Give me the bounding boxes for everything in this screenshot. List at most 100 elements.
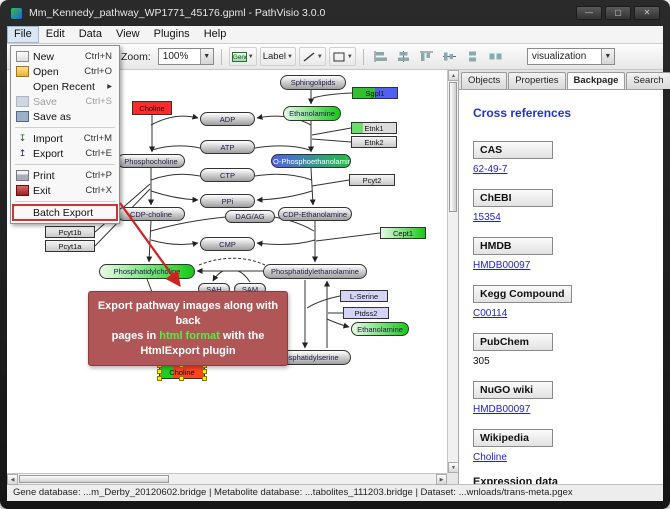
- zoom-combobox[interactable]: 100% ▼: [157, 48, 214, 65]
- pathway-node-adp[interactable]: ADP: [200, 112, 255, 126]
- selection-handle[interactable]: [202, 376, 207, 381]
- datanode-tool-button[interactable]: Gene ▼: [228, 47, 257, 66]
- menu-item-shortcut: Ctrl+N: [84, 51, 112, 62]
- node-label: Sgpl1: [365, 88, 385, 98]
- pathway-node-phosphocholine[interactable]: Phosphocholine: [117, 154, 185, 168]
- pathway-node-sphingolipids[interactable]: Sphingolipids: [280, 75, 346, 90]
- canvas-vertical-scrollbar[interactable]: ▲ ▼: [447, 70, 459, 473]
- tab-objects[interactable]: Objects: [461, 72, 508, 89]
- pathway-node-ethanolamine[interactable]: Ethanolamine: [351, 322, 409, 336]
- menu-item-shortcut: Ctrl+M: [83, 133, 112, 144]
- pathway-node-ethanolamine[interactable]: Ethanolamine: [283, 106, 341, 121]
- canvas-horizontal-scrollbar[interactable]: ◀ ▶: [7, 473, 447, 485]
- align-middle-vertical-icon[interactable]: [440, 47, 460, 66]
- pathway-node-atp[interactable]: ATP: [200, 140, 255, 154]
- scroll-right-icon[interactable]: ▶: [436, 474, 447, 485]
- file-menu-item-save-as[interactable]: Save as: [13, 109, 117, 124]
- close-button[interactable]: ✕: [634, 6, 660, 20]
- pathway-node-o-phosphoethanolamine[interactable]: O-Phosphoethanolamine: [271, 154, 351, 168]
- pathway-node-sgpl1[interactable]: Sgpl1: [352, 87, 398, 99]
- stack-vertical-icon[interactable]: [463, 47, 483, 66]
- pathway-node-ctp[interactable]: CTP: [200, 168, 255, 182]
- pathway-node-etnk1[interactable]: Etnk1: [351, 122, 397, 134]
- menu-data[interactable]: Data: [78, 28, 102, 40]
- datanode-icon: Gene: [231, 51, 247, 62]
- pathway-node-dag-ag[interactable]: DAG/AG: [225, 210, 275, 223]
- backpage-link[interactable]: C00114: [473, 308, 508, 319]
- node-label: SAH: [206, 284, 222, 294]
- file-menu-item-batch-export[interactable]: Batch Export: [12, 204, 118, 221]
- annotation-line-3: HtmlExport plugin: [140, 344, 236, 357]
- pathway-node-cept1[interactable]: Cept1: [380, 227, 426, 239]
- pathway-node-cmp[interactable]: CMP: [200, 237, 255, 251]
- visualization-combobox[interactable]: visualization ▼: [526, 48, 615, 65]
- exit-icon: [16, 185, 29, 196]
- minimize-button[interactable]: —: [576, 6, 602, 20]
- pathway-node-phosphatidylcholine[interactable]: Phosphatidylcholine: [99, 264, 195, 279]
- align-center-horizontal-icon[interactable]: [394, 47, 414, 66]
- tab-backpage[interactable]: Backpage: [566, 72, 626, 89]
- align-left-icon[interactable]: [371, 47, 391, 66]
- menu-separator: [15, 127, 115, 128]
- line-tool-button[interactable]: ▼: [298, 47, 326, 66]
- backpage-link[interactable]: HMDB00097: [473, 260, 531, 271]
- pathway-node-phosphatidylethanolamine[interactable]: Phosphatidylethanolamine: [263, 264, 367, 279]
- selection-handle[interactable]: [179, 376, 184, 381]
- submenu-arrow-icon: ▸: [107, 81, 112, 92]
- menu-view[interactable]: View: [115, 28, 140, 40]
- pathway-node-pcyt2[interactable]: Pcyt2: [349, 174, 395, 186]
- backpage-section-title: Wikipedia: [473, 429, 553, 447]
- pathway-node-choline[interactable]: Choline: [157, 363, 207, 381]
- shape-tool-button[interactable]: ▼: [328, 47, 356, 66]
- pathway-node-ptdss2[interactable]: Ptdss2: [343, 307, 389, 319]
- selection-handle[interactable]: [157, 376, 162, 381]
- menu-help[interactable]: Help: [203, 28, 227, 40]
- annotation-highlight: html format: [159, 329, 220, 342]
- backpage-link[interactable]: Choline: [473, 452, 507, 463]
- pathway-node-cdp-ethanolamine[interactable]: CDP-Ethanolamine: [278, 207, 352, 221]
- vertical-scroll-thumb[interactable]: [449, 82, 457, 212]
- maximize-button[interactable]: ▢: [605, 6, 631, 20]
- save-icon: [16, 96, 29, 107]
- backpage-link[interactable]: 15354: [473, 212, 501, 223]
- pathway-node-l-serine[interactable]: L-Serine: [340, 290, 388, 302]
- node-label: Sphingolipids: [290, 78, 336, 87]
- selection-handle[interactable]: [157, 369, 162, 374]
- toolbar-separator: [220, 48, 222, 65]
- menu-edit[interactable]: Edit: [45, 28, 65, 40]
- scrollbar-corner: [447, 473, 458, 484]
- menu-plugins[interactable]: Plugins: [153, 28, 190, 40]
- menu-file[interactable]: File: [7, 26, 39, 43]
- node-label: Choline: [169, 367, 195, 377]
- scroll-left-icon[interactable]: ◀: [7, 474, 18, 485]
- file-menu-item-open-recent[interactable]: Open Recent▸: [13, 79, 117, 94]
- scroll-up-icon[interactable]: ▲: [448, 70, 459, 81]
- pathway-node-pcyt1b[interactable]: Pcyt1b: [45, 226, 95, 238]
- new-document-icon: [16, 51, 29, 62]
- pathway-node-ppi[interactable]: PPi: [200, 194, 255, 208]
- tab-search[interactable]: Search: [626, 72, 670, 89]
- stack-horizontal-icon[interactable]: [486, 47, 506, 66]
- backpage-link[interactable]: 62-49-7: [473, 164, 508, 175]
- backpage-link[interactable]: HMDB00097: [473, 404, 531, 415]
- pathway-node-choline[interactable]: Choline: [132, 101, 172, 115]
- pathway-node-cdp-choline[interactable]: CDP-choline: [117, 207, 185, 221]
- node-label: Phosphatidylcholine: [113, 267, 181, 276]
- pathway-node-pcyt1a[interactable]: Pcyt1a: [45, 240, 95, 252]
- horizontal-scroll-thumb[interactable]: [19, 475, 169, 483]
- scroll-down-icon[interactable]: ▼: [448, 462, 459, 473]
- label-tool-button[interactable]: Label ▼: [259, 47, 296, 66]
- pathway-node-etnk2[interactable]: Etnk2: [351, 136, 397, 148]
- align-top-icon[interactable]: [417, 47, 437, 66]
- selection-handle[interactable]: [202, 369, 207, 374]
- menu-item-label: Save as: [33, 110, 71, 123]
- tab-properties[interactable]: Properties: [508, 72, 566, 89]
